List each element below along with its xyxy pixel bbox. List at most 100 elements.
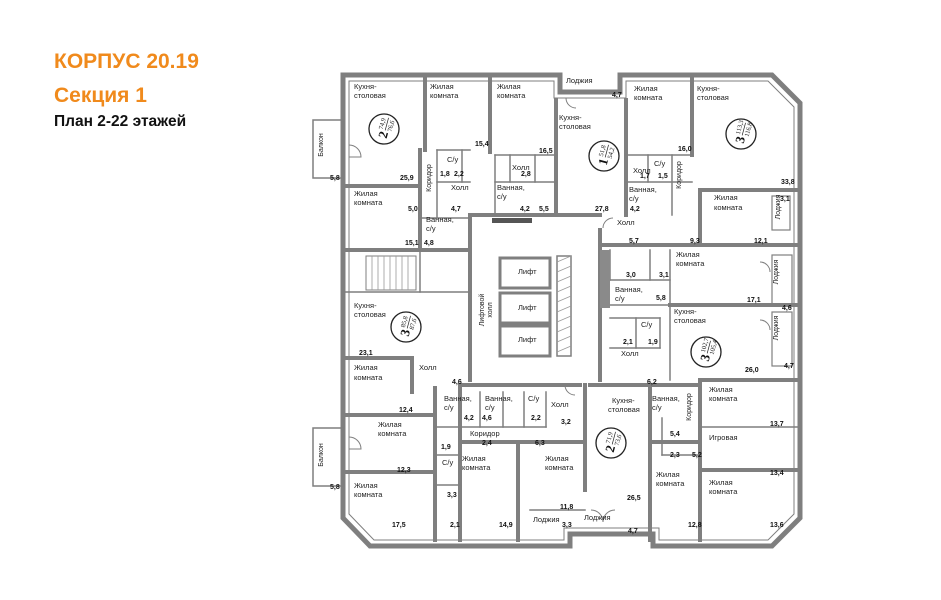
room-label: Ванная, [497, 183, 525, 192]
room-area: 5,0 [408, 206, 418, 213]
room-area: 9,3 [690, 238, 700, 245]
room-area: 3,2 [561, 419, 571, 426]
room-label: Ванная, [629, 185, 657, 194]
vent-grille [492, 218, 532, 223]
room-label: комната [709, 487, 738, 496]
room-labels: Кухня-столоваяЖилаякомнатаЖилаякомнатаЛо… [354, 76, 743, 524]
room-label: Холл [419, 363, 437, 372]
room-area: 3,1 [780, 196, 790, 203]
room-label: Жилая [462, 454, 486, 463]
room-label: Холл [633, 166, 651, 175]
apartment-badge: 151,854,2 [588, 140, 620, 172]
badge-rooms: 1 [595, 157, 611, 167]
badge-area: 74,9 [378, 117, 388, 130]
room-area: 3,3 [447, 492, 457, 499]
room-label: комната [354, 490, 383, 499]
room-label: Холл [512, 163, 530, 172]
room-label: с/у [652, 403, 662, 412]
badge-area: 102,7 [700, 337, 711, 354]
room-area: 14,9 [499, 522, 513, 529]
room-area: 4,2 [630, 206, 640, 213]
room-label: с/у [426, 224, 436, 233]
room-label: Жилая [430, 82, 454, 91]
badge-area-total: 76,6 [387, 119, 397, 133]
room-area: 4,2 [464, 415, 474, 422]
vertical-room-label: Лоджия [773, 315, 780, 340]
room-area: 3,3 [562, 522, 572, 529]
room-label: Жилая [634, 84, 658, 93]
room-label: с/у [444, 403, 454, 412]
room-area: 2,4 [482, 440, 492, 447]
badge-area: 85,8 [400, 315, 410, 328]
room-area: 4,7 [784, 363, 794, 370]
badge-area-total: 54,2 [607, 147, 617, 160]
vertical-room-label: Балкон [318, 443, 325, 467]
room-label: Ванная, [426, 215, 454, 224]
loggia-right-3 [771, 311, 793, 367]
room-label: комната [709, 394, 738, 403]
room-label: с/у [485, 403, 495, 412]
room-label: комната [430, 91, 459, 100]
room-label: Лифт [518, 303, 537, 312]
badge-circle [368, 113, 400, 145]
vertical-room-label: Лифтовой [478, 294, 486, 327]
room-label: комната [545, 463, 574, 472]
room-area: 33,8 [781, 179, 795, 186]
balcony-bottom-left [312, 427, 344, 487]
room-area: 5,8 [330, 484, 340, 491]
room-area: 13,4 [770, 470, 784, 477]
room-label: столовая [354, 91, 386, 100]
room-label: комната [378, 429, 407, 438]
room-area: 17,1 [747, 297, 761, 304]
badge-area: 51,8 [598, 144, 608, 157]
vertical-room-label: Коридор [426, 164, 433, 192]
badge-area-total: 105,4 [709, 339, 720, 356]
room-area: 5,4 [670, 431, 680, 438]
vertical-room-label: холл [487, 302, 494, 317]
room-area: 13,7 [770, 421, 784, 428]
badge-area: 71,9 [605, 431, 615, 444]
room-label: Ванная, [485, 394, 513, 403]
badge-area-total: 73,6 [614, 433, 624, 447]
room-area: 4,7 [628, 528, 638, 535]
room-label: комната [634, 93, 663, 102]
room-label: комната [676, 259, 705, 268]
room-area: 16,5 [539, 148, 553, 155]
room-area: 2,3 [670, 452, 680, 459]
room-label: столовая [354, 310, 386, 319]
room-label: Кухня- [674, 307, 697, 316]
badge-circle [588, 140, 620, 172]
room-label: с/у [629, 194, 639, 203]
room-label: комната [462, 463, 491, 472]
badge-rooms: 3 [732, 134, 748, 145]
room-label: Лоджия [566, 76, 593, 85]
badge-rooms: 2 [375, 130, 391, 140]
room-label: комната [714, 203, 743, 212]
room-area: 13,6 [770, 522, 784, 529]
room-label: Кухня- [612, 396, 635, 405]
room-label: С/у [528, 394, 540, 403]
apartment-badge: 385,887,6 [390, 311, 422, 343]
badge-circle [390, 311, 422, 343]
room-label: Холл [617, 218, 635, 227]
stair-steps [371, 256, 409, 290]
vertical-room-label: Коридор [676, 161, 683, 189]
room-label: Ванная, [652, 394, 680, 403]
room-label: Жилая [676, 250, 700, 259]
room-label: столовая [697, 93, 729, 102]
shaft-right [600, 250, 610, 308]
loggia-right-1 [771, 195, 791, 231]
doors [348, 97, 771, 523]
door [759, 261, 771, 273]
room-area: 2,2 [531, 415, 541, 422]
vertical-room-label: Балкон [318, 133, 325, 157]
lift-2 [498, 291, 552, 325]
room-area: 1,8 [440, 171, 450, 178]
badge-circle [725, 118, 757, 150]
room-label: Жилая [709, 478, 733, 487]
room-area: 4,6 [782, 305, 792, 312]
room-label: Кухня- [559, 113, 582, 122]
badge-circle [595, 427, 627, 459]
